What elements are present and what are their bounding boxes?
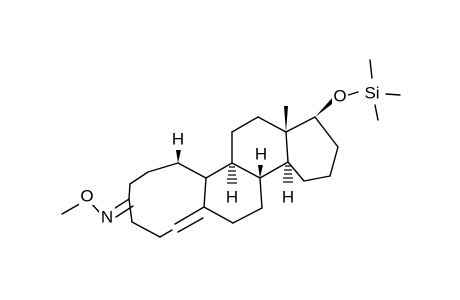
hydrogen-c9-label: H	[226, 188, 238, 207]
oxygen-oxime-label: O	[80, 187, 93, 206]
hydrogen-c14-label: H	[282, 188, 294, 207]
silicon-label: Si	[364, 84, 379, 103]
atom-labels: O Si O N H H H H	[79, 83, 385, 227]
bond-lines	[61, 59, 401, 238]
hydrogen-c10-label: H	[172, 130, 184, 149]
nitrogen-oxime-label: N	[101, 208, 113, 227]
hydrogen-c8-label: H	[255, 145, 267, 164]
stereo-bonds	[176, 97, 336, 184]
oxygen-silyl-ether-label: O	[333, 87, 346, 106]
